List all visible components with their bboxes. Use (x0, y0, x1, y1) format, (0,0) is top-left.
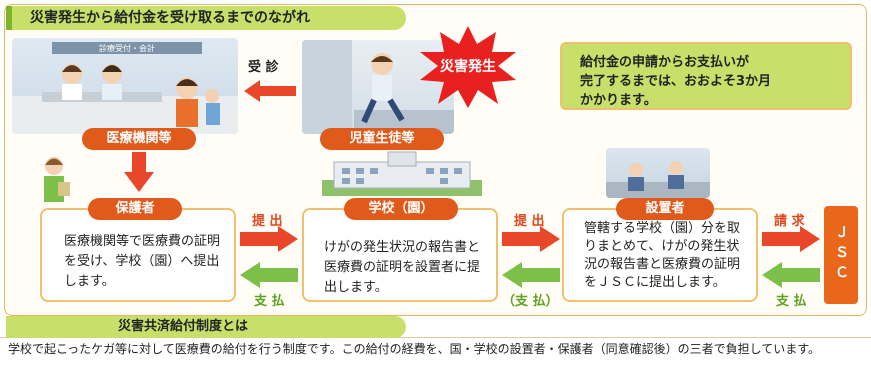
guardian-box: 医療機関等で医療費の証明を受け、学校（園）へ提出します。 (40, 208, 236, 302)
divider (0, 337, 871, 338)
label-medical: 医療機関等 (82, 128, 196, 150)
submit-label-1: 提 出 (252, 214, 283, 229)
bottom-description: 学校で起こったケガ等に対して医療費の給付を行う制度です。この給付の経費を、国・学… (8, 342, 821, 356)
guardian-box-text: 医療機関等で医療費の証明を受け、学校（園）へ提出します。 (64, 234, 221, 289)
consult-arrow (244, 80, 296, 102)
founder-box: 管轄する学校（園）分を取りまとめて、けがの発生状況の報告書と医療費の証明をＪＳＣ… (562, 208, 758, 302)
submit-arrow-2 (502, 226, 560, 252)
founder-box-text: 管轄する学校（園）分を取りまとめて、けがの発生状況の報告書と医療費の証明をＪＳＣ… (584, 221, 741, 290)
note-line-3: かかります。 (580, 93, 657, 108)
pay-arrow-3 (762, 262, 820, 288)
consult-label: 受 診 (248, 60, 279, 75)
note-line-2: 完了するまでは、おおよそ3か月 (580, 74, 772, 89)
processing-time-note: 給付金の申請からお支払いが 完了するまでは、おおよそ3か月 かかります。 (560, 42, 852, 110)
note-line-1: 給付金の申請からお支払いが (580, 55, 750, 70)
school-box: けがの発生状況の報告書と医療費の証明を設置者に提出します。 (302, 208, 498, 302)
down-arrow (124, 152, 154, 192)
pay-label-1: 支 払 (254, 294, 285, 309)
submit-arrow-1 (240, 226, 298, 252)
disaster-burst-icon (420, 26, 516, 108)
guardian-person-icon (44, 157, 70, 202)
medical-facility-illustration: 診療受付・会計 (12, 38, 238, 134)
submit-label-2: 提 出 (514, 214, 545, 229)
request-label: 請 求 (774, 214, 805, 229)
bottom-heading: 災害共済給付制度とは (6, 316, 406, 338)
label-school: 学校（園） (344, 198, 458, 220)
pay-label-3: 支 払 (776, 294, 807, 309)
reception-sign: 診療受付・会計 (99, 43, 155, 53)
disaster-label: 災害発生 (440, 59, 496, 75)
pay-arrow-1 (240, 262, 298, 288)
pay-label-2: （支 払） (502, 294, 559, 309)
school-building-icon (322, 151, 482, 196)
office-workers-icon (606, 161, 710, 198)
page-title: 災害発生から給付金を受け取るまでのながれ (6, 6, 406, 30)
label-founder: 設置者 (616, 198, 714, 220)
request-arrow (762, 226, 820, 252)
label-student: 児童生徒等 (320, 128, 444, 150)
reception-scene-icon: 診療受付・会計 (12, 42, 238, 134)
jsc-box: ＪＳＣ (824, 206, 858, 304)
school-box-text: けがの発生状況の報告書と医療費の証明を設置者に提出します。 (324, 240, 481, 295)
pay-arrow-2 (502, 262, 560, 288)
label-guardian: 保護者 (88, 198, 182, 220)
founder-illustration (606, 148, 710, 198)
